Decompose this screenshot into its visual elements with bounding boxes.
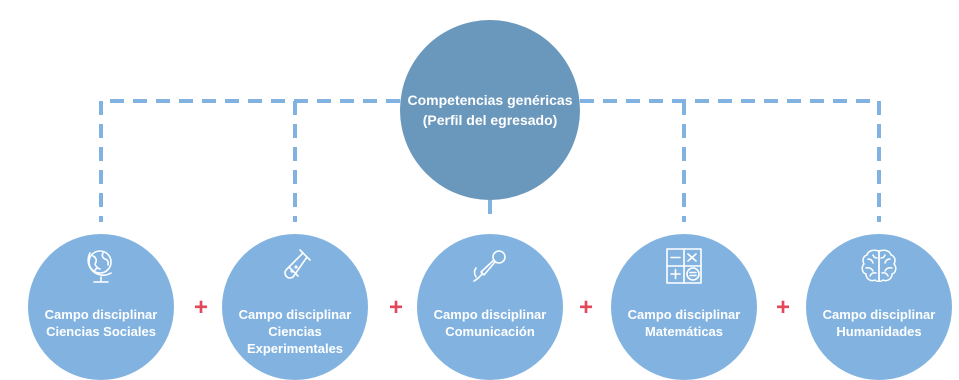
plus-operator: + — [775, 294, 790, 321]
microphone-icon — [473, 250, 506, 282]
node-ciencias-experimentales: Campo disciplinar Ciencias Experimentale… — [222, 234, 368, 380]
calculator-icon — [666, 248, 702, 284]
brain-icon — [861, 249, 897, 282]
node-matematicas: Campo disciplinar Matemáticas — [611, 234, 757, 380]
plus-operator: + — [388, 294, 403, 321]
plus-operator: + — [193, 294, 208, 321]
generic-competencies-circle: Competencias genéricas (Perfil del egres… — [400, 20, 580, 200]
connector-right — [580, 99, 881, 222]
globe-icon — [87, 250, 112, 283]
connector-left — [99, 99, 400, 222]
node-label: Campo disciplinar Ciencias Experimentale… — [238, 307, 352, 356]
center-title: Competencias genéricas — [407, 92, 573, 108]
test-tube-icon — [284, 249, 311, 279]
node-ciencias-sociales: Campo disciplinar Ciencias Sociales — [28, 234, 174, 380]
node-label: Campo disciplinar Ciencias Sociales — [44, 307, 158, 339]
node-humanidades: Campo disciplinar Humanidades — [806, 234, 952, 380]
node-comunicacion: Campo disciplinar Comunicación — [417, 234, 563, 380]
plus-operator: + — [578, 294, 593, 321]
node-label: Campo disciplinar Comunicación — [433, 307, 547, 339]
node-label: Campo disciplinar Matemáticas — [627, 307, 741, 339]
center-subtitle: (Perfil del egresado) — [422, 112, 558, 128]
node-label: Campo disciplinar Humanidades — [822, 307, 936, 339]
